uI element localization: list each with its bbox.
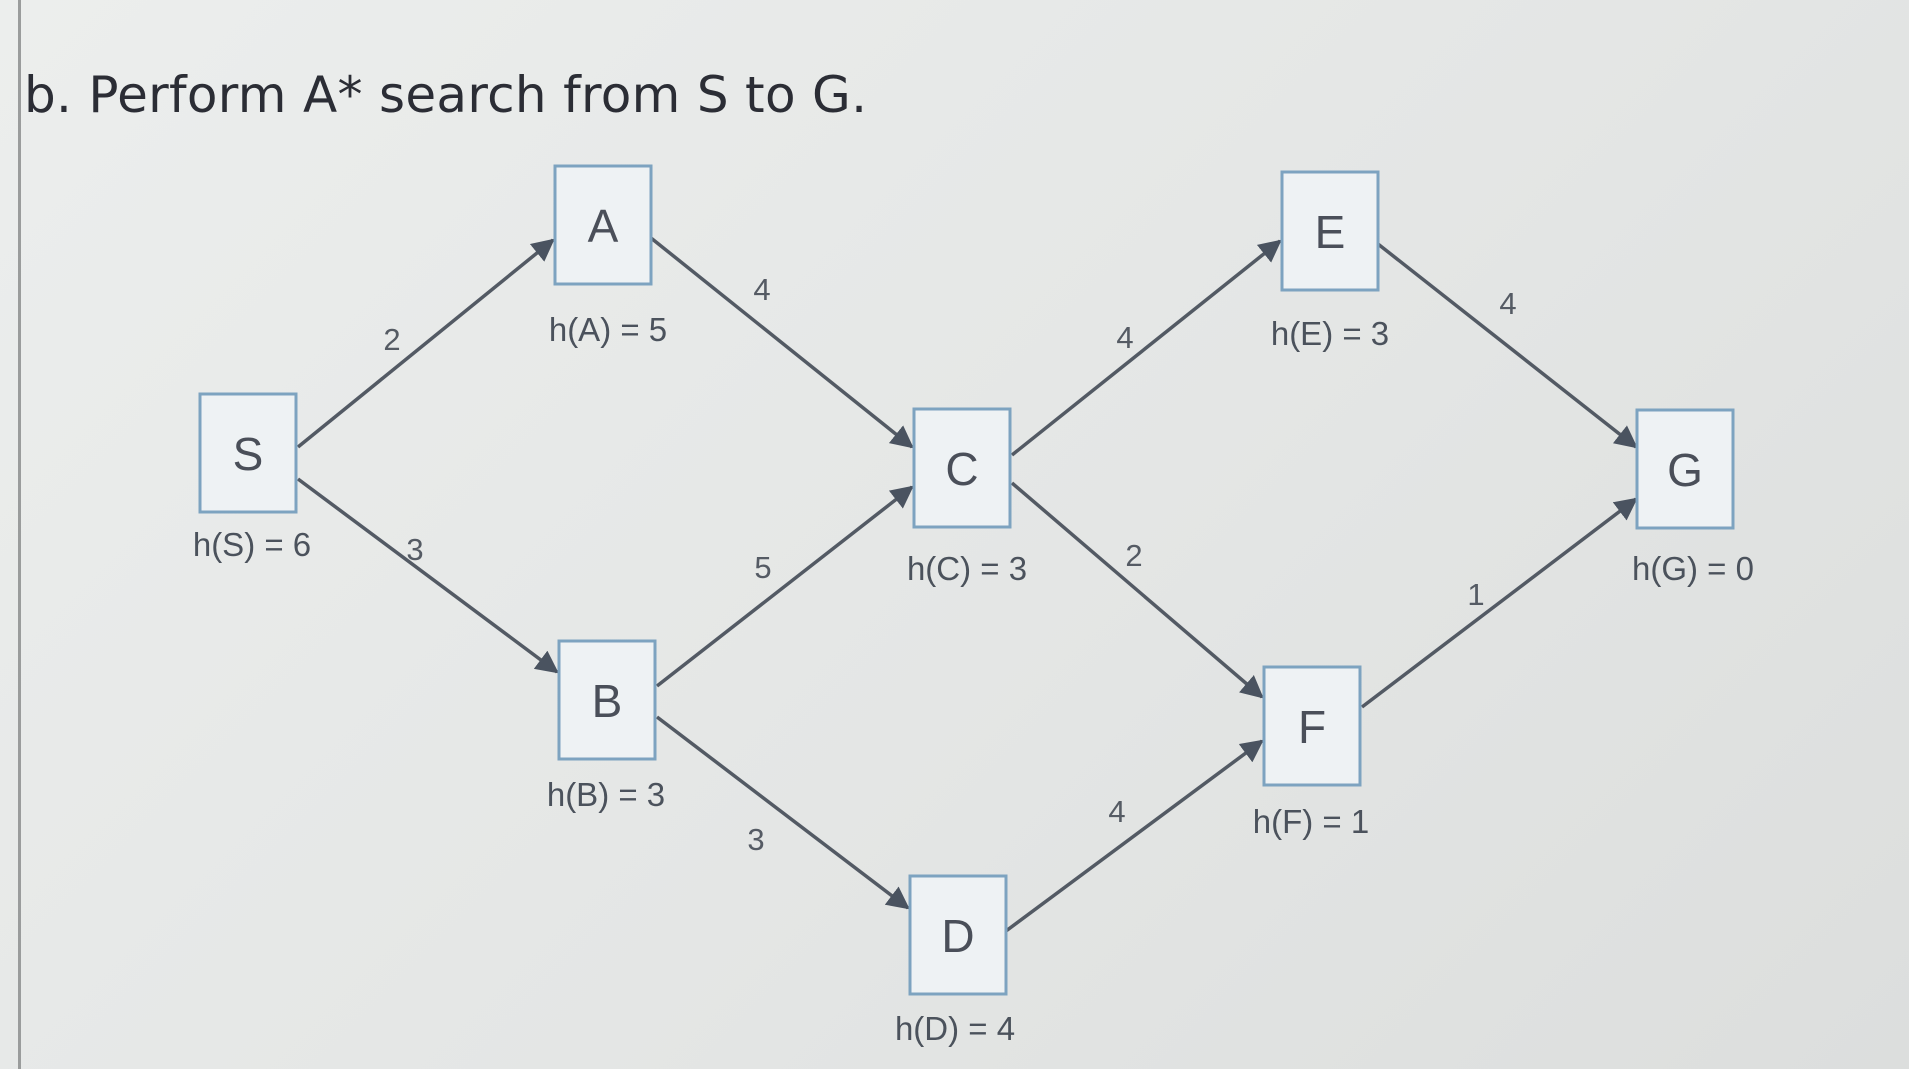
edge-weight-f-g: 1 xyxy=(1467,577,1484,612)
heuristic-label-c: h(C) = 3 xyxy=(907,550,1027,587)
nodes-layer: Sh(S) = 6 Ah(A) = 5 Bh(B) = 3 Ch(C) = 3 Dh(D… xyxy=(193,164,1754,1047)
node-c: Ch(C) = 3 xyxy=(907,407,1027,587)
node-label-a: A xyxy=(588,200,619,252)
node-f: Fh(F) = 1 xyxy=(1253,665,1369,840)
edge-weight-a-c: 4 xyxy=(753,272,770,307)
node-box-g xyxy=(1635,408,1735,530)
edges-layer: 2 3 4 5 3 4 2 4 4 1 xyxy=(296,236,1638,933)
node-box-c xyxy=(912,407,1012,529)
heuristic-label-s: h(S) = 6 xyxy=(193,526,311,563)
node-s: Sh(S) = 6 xyxy=(193,392,311,563)
edge-weight-b-d: 3 xyxy=(747,822,764,857)
node-box-a xyxy=(553,164,653,286)
node-a: Ah(A) = 5 xyxy=(549,164,667,348)
left-border-rule xyxy=(18,0,21,1069)
node-label-e: E xyxy=(1315,206,1346,258)
heuristic-label-e: h(E) = 3 xyxy=(1271,315,1389,352)
node-g: Gh(G) = 0 xyxy=(1632,408,1754,587)
edge-weight-d-f: 4 xyxy=(1108,794,1125,829)
edge-b-d xyxy=(655,715,910,910)
edge-f-g xyxy=(1360,497,1638,709)
edge-weight-b-c: 5 xyxy=(754,550,771,585)
node-e: Eh(E) = 3 xyxy=(1271,170,1389,352)
edge-d-f xyxy=(1004,739,1264,933)
edge-c-f xyxy=(1010,481,1264,699)
node-label-d: D xyxy=(941,910,974,962)
edge-e-g xyxy=(1376,242,1638,449)
edge-weight-s-b: 3 xyxy=(406,532,423,567)
problem-title: b. Perform A* search from S to G. xyxy=(24,66,868,124)
heuristic-label-d: h(D) = 4 xyxy=(895,1010,1015,1047)
node-label-c: C xyxy=(945,443,978,495)
node-box-d xyxy=(908,874,1008,996)
edge-s-b xyxy=(296,477,559,674)
edge-weight-c-e: 4 xyxy=(1116,320,1133,355)
heuristic-label-g: h(G) = 0 xyxy=(1632,550,1754,587)
edge-s-a xyxy=(296,238,555,449)
node-label-b: B xyxy=(592,675,623,727)
node-label-g: G xyxy=(1667,444,1703,496)
node-box-f xyxy=(1262,665,1362,787)
edge-weight-s-a: 2 xyxy=(383,322,400,357)
heuristic-label-b: h(B) = 3 xyxy=(547,776,665,813)
node-label-f: F xyxy=(1298,701,1326,753)
edge-b-c xyxy=(655,485,914,688)
node-box-b xyxy=(557,639,657,761)
node-d: Dh(D) = 4 xyxy=(895,874,1015,1047)
edge-weight-e-g: 4 xyxy=(1499,286,1516,321)
node-b: Bh(B) = 3 xyxy=(547,639,665,813)
heuristic-label-f: h(F) = 1 xyxy=(1253,803,1369,840)
edge-weight-c-f: 2 xyxy=(1125,538,1142,573)
node-label-s: S xyxy=(233,428,264,480)
heuristic-label-a: h(A) = 5 xyxy=(549,311,667,348)
edge-a-c xyxy=(649,236,914,449)
node-box-e xyxy=(1280,170,1380,292)
node-box-s xyxy=(198,392,298,514)
edge-c-e xyxy=(1010,239,1282,457)
